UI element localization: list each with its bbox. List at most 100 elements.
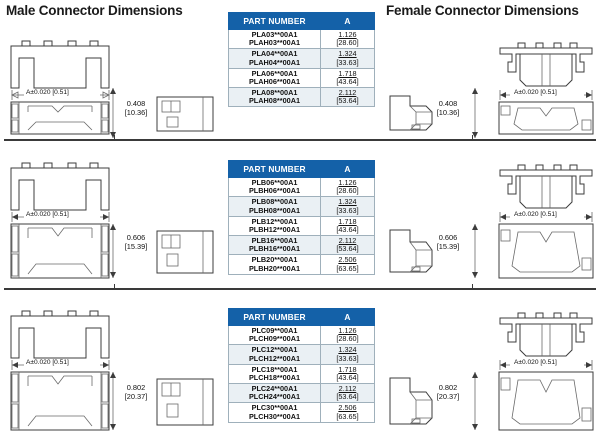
female-width-label-a: A±0.020 [0.51]: [514, 89, 557, 96]
female-width-label-b: A±0.020 [0.51]: [514, 211, 557, 218]
parts-table-a: PART NUMBER A PLA03**00A1 PLAH03**00A1 1…: [228, 12, 375, 108]
parts-table-c: PART NUMBER A PLC09**00A1 PLCH09**00A1 1…: [228, 308, 375, 423]
male-bottom-view-a: [8, 100, 116, 136]
table-row: PLB06**00A1 PLBH06**00A1 1.126 [28.60]: [228, 176, 375, 198]
male-iso-view-b: [155, 228, 217, 276]
col-header-part-number: PART NUMBER: [228, 12, 321, 30]
male-height-dimension-c: 0.802 [20.37]: [124, 383, 148, 401]
table-row: PLC30**00A1 PLCH30**00A1 2.506 [63.65]: [228, 402, 375, 423]
male-iso-view-c: [155, 376, 217, 428]
female-front-view-c: [496, 306, 596, 362]
male-width-dimension-a: [8, 88, 116, 102]
male-bottom-view-c: [8, 370, 116, 432]
male-width-dimension-c: [8, 358, 116, 372]
cell-dimension-a: 2.506 [63.65]: [320, 402, 375, 423]
female-height-arrow-b: [470, 222, 480, 280]
cell-part-number: PLA08**00A1 PLAH08**00A1: [228, 87, 321, 108]
male-front-view-c: [8, 306, 116, 362]
male-iso-view-a: [155, 94, 217, 134]
female-front-view-a: [496, 36, 596, 92]
female-iso-view-a: [386, 92, 444, 134]
cell-part-number: PLB20**00A1 PLBH20**00A1: [228, 254, 321, 275]
table-row: PLA04**00A1 PLAH04**00A1 1.324 [33.63]: [228, 48, 375, 69]
female-height-dimension-a: 0.408 [10.36]: [436, 99, 460, 117]
cell-dimension-a: 1.324 [33.63]: [320, 196, 375, 217]
cell-part-number: PLB06**00A1 PLBH06**00A1: [228, 176, 321, 198]
female-width-dimension-c: [496, 358, 596, 372]
male-width-dimension-b: [8, 210, 116, 224]
cell-part-number: PLC24**00A1 PLCH24**00A1: [228, 383, 321, 404]
female-width-dimension-a: [496, 88, 596, 102]
col-header-a: A: [320, 160, 375, 178]
cell-dimension-a: 2.506 [63.65]: [320, 254, 375, 275]
cell-dimension-a: 1.718 [43.64]: [320, 67, 375, 89]
cell-dimension-a: 1.718 [43.64]: [320, 363, 375, 385]
page-title-male: Male Connector Dimensions: [6, 3, 183, 18]
cell-part-number: PLC18**00A1 PLCH18**00A1: [228, 363, 321, 385]
female-bottom-view-b: [496, 222, 596, 280]
female-width-dimension-b: [496, 210, 596, 224]
cell-dimension-a: 1.126 [28.60]: [320, 324, 375, 346]
male-height-dimension-b: 0.606 [15.39]: [124, 233, 148, 251]
table-row: PLA06**00A1 PLAH06**00A1 1.718 [43.64]: [228, 67, 375, 89]
divider-tick-right: [472, 284, 473, 290]
table-row: PLA03**00A1 PLAH03**00A1 1.126 [28.60]: [228, 28, 375, 50]
female-front-view-b: [496, 158, 596, 214]
female-height-dimension-c: 0.802 [20.37]: [436, 383, 460, 401]
table-row: PLB16**00A1 PLBH16**00A1 2.112 [53.64]: [228, 235, 375, 256]
section-divider-2: [4, 284, 596, 290]
female-bottom-view-a: [496, 100, 596, 136]
cell-part-number: PLC12**00A1 PLCH12**00A1: [228, 344, 321, 365]
table-header-row: PART NUMBER A: [228, 160, 375, 178]
cell-dimension-a: 2.112 [53.64]: [320, 235, 375, 256]
table-row: PLC18**00A1 PLCH18**00A1 1.718 [43.64]: [228, 363, 375, 385]
female-height-arrow-a: [470, 86, 480, 140]
female-iso-view-b: [386, 226, 444, 278]
male-front-view-a: [8, 36, 116, 92]
table-header-row: PART NUMBER A: [228, 308, 375, 326]
male-height-arrow-c: [108, 370, 118, 432]
female-bottom-view-c: [496, 370, 596, 432]
cell-part-number: PLA06**00A1 PLAH06**00A1: [228, 67, 321, 89]
table-header-row: PART NUMBER A: [228, 12, 375, 30]
cell-dimension-a: 1.126 [28.60]: [320, 176, 375, 198]
cell-dimension-a: 1.324 [33.63]: [320, 344, 375, 365]
table-row: PLB12**00A1 PLBH12**00A1 1.718 [43.64]: [228, 215, 375, 237]
section-divider-1: [4, 135, 596, 141]
cell-dimension-a: 2.112 [53.64]: [320, 87, 375, 108]
table-row: PLB20**00A1 PLBH20**00A1 2.506 [63.65]: [228, 254, 375, 275]
male-front-view-b: [8, 158, 116, 214]
table-body-a: PLA03**00A1 PLAH03**00A1 1.126 [28.60] P…: [228, 28, 375, 108]
cell-part-number: PLB08**00A1 PLBH08**00A1: [228, 196, 321, 217]
parts-table-b: PART NUMBER A PLB06**00A1 PLBH06**00A1 1…: [228, 160, 375, 275]
cell-part-number: PLA04**00A1 PLAH04**00A1: [228, 48, 321, 69]
table-row: PLC09**00A1 PLCH09**00A1 1.126 [28.60]: [228, 324, 375, 346]
table-row: PLC24**00A1 PLCH24**00A1 2.112 [53.64]: [228, 383, 375, 404]
table-body-b: PLB06**00A1 PLBH06**00A1 1.126 [28.60] P…: [228, 176, 375, 275]
male-width-label-b: A±0.020 [0.51]: [26, 211, 69, 218]
table-body-c: PLC09**00A1 PLCH09**00A1 1.126 [28.60] P…: [228, 324, 375, 423]
male-height-dimension-a: 0.408 [10.36]: [124, 99, 148, 117]
male-bottom-view-b: [8, 222, 116, 280]
cell-dimension-a: 2.112 [53.64]: [320, 383, 375, 404]
cell-part-number: PLC09**00A1 PLCH09**00A1: [228, 324, 321, 346]
male-height-arrow-a: [108, 86, 118, 140]
male-width-label-a: A±0.020 [0.51]: [26, 89, 69, 96]
cell-dimension-a: 1.718 [43.64]: [320, 215, 375, 237]
female-width-label-c: A±0.020 [0.51]: [514, 359, 557, 366]
col-header-part-number: PART NUMBER: [228, 308, 321, 326]
female-height-dimension-b: 0.606 [15.39]: [436, 233, 460, 251]
male-height-arrow-b: [108, 222, 118, 280]
col-header-a: A: [320, 308, 375, 326]
cell-part-number: PLA03**00A1 PLAH03**00A1: [228, 28, 321, 50]
table-row: PLA08**00A1 PLAH08**00A1 2.112 [53.64]: [228, 87, 375, 108]
cell-part-number: PLB16**00A1 PLBH16**00A1: [228, 235, 321, 256]
divider-tick-right: [472, 135, 473, 141]
cell-part-number: PLC30**00A1 PLCH30**00A1: [228, 402, 321, 423]
table-row: PLB08**00A1 PLBH08**00A1 1.324 [33.63]: [228, 196, 375, 217]
cell-dimension-a: 1.126 [28.60]: [320, 28, 375, 50]
cell-dimension-a: 1.324 [33.63]: [320, 48, 375, 69]
col-header-part-number: PART NUMBER: [228, 160, 321, 178]
cell-part-number: PLB12**00A1 PLBH12**00A1: [228, 215, 321, 237]
